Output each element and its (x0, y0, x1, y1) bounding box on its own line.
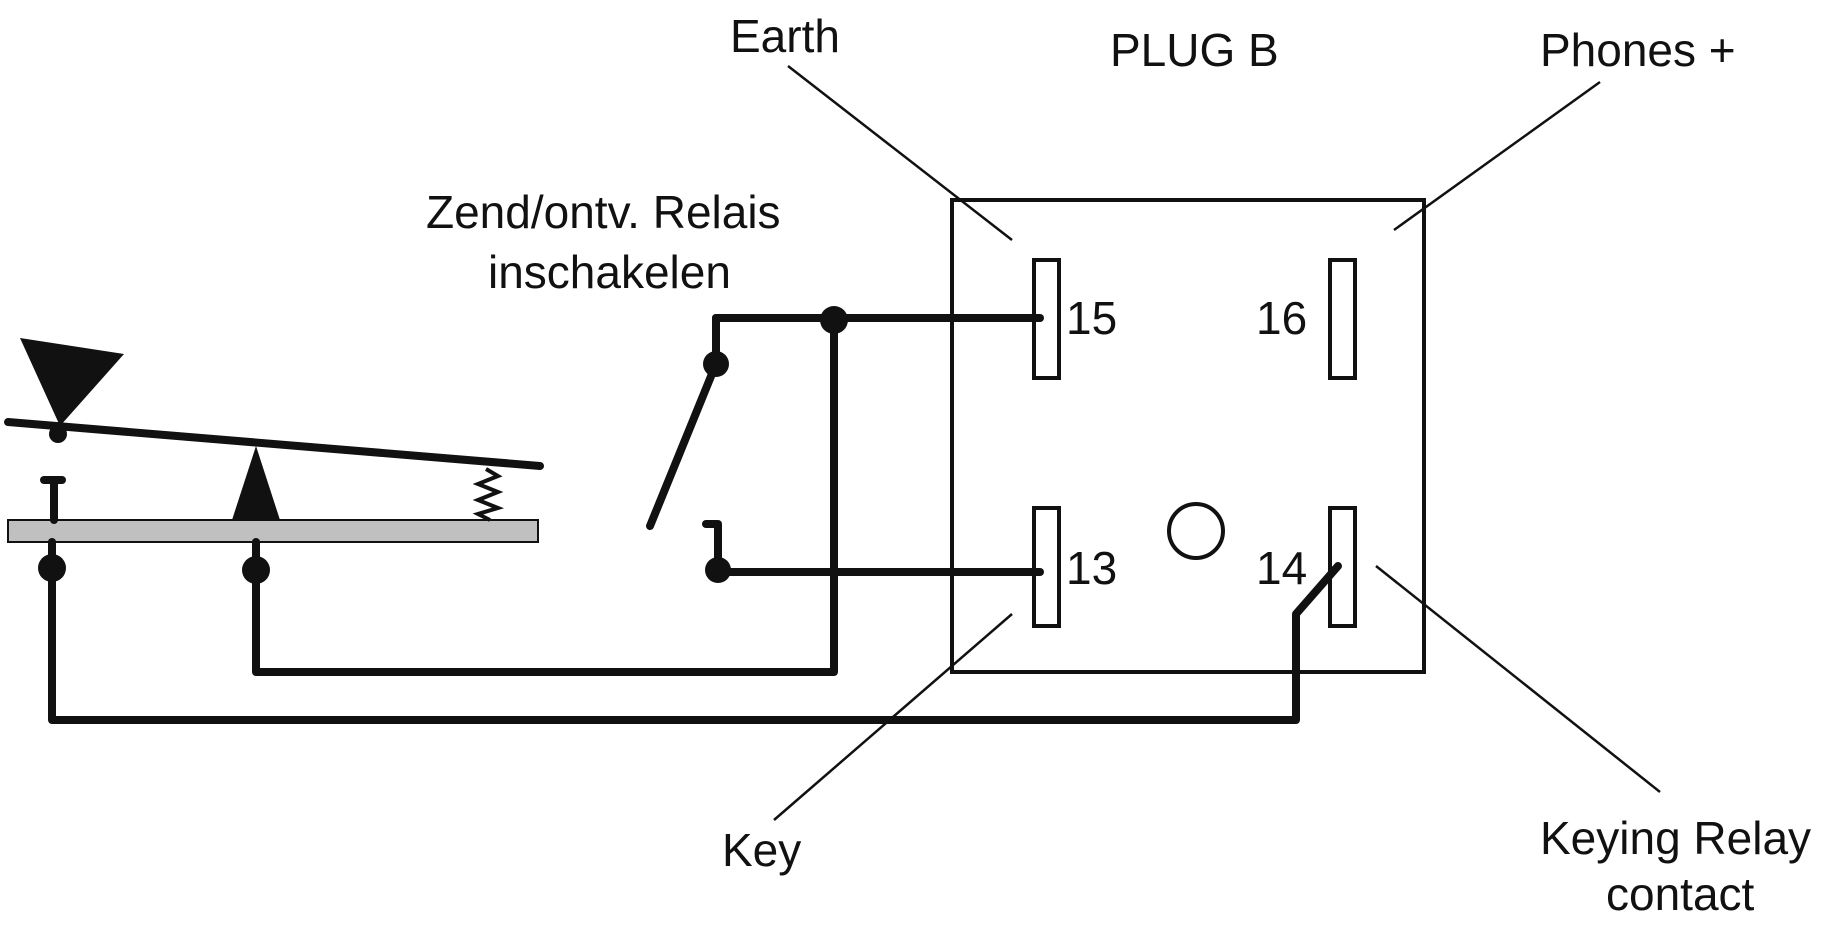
relay-note-line1: Zend/ontv. Relais (426, 186, 781, 238)
key-knob (20, 338, 124, 426)
keying-relay-line2: contact (1606, 868, 1755, 920)
key-lever (4, 418, 544, 470)
keying-relay-leader (1375, 565, 1661, 793)
pin-16-label: 16 (1256, 292, 1307, 344)
key-spring (472, 467, 505, 522)
keying-relay-line1: Keying Relay (1540, 812, 1811, 864)
earth-leader (787, 65, 1013, 241)
key-fulcrum (232, 446, 280, 520)
key-label: Key (722, 824, 801, 876)
key-terminal-mid (242, 556, 270, 584)
relay-note-line2: inschakelen (488, 246, 731, 298)
key-base (7, 519, 539, 543)
pin-15-label: 15 (1066, 292, 1117, 344)
phones-plus-leader (1393, 80, 1601, 232)
phones-plus-label: Phones + (1540, 24, 1736, 76)
key-terminal-left (38, 554, 66, 582)
plug-title: PLUG B (1110, 24, 1279, 76)
key-lead-wire (48, 562, 1342, 724)
earth-return-wire (252, 316, 838, 676)
pin-16 (1328, 258, 1357, 380)
pin-14-label: 14 (1256, 542, 1307, 594)
pin-13 (1032, 506, 1061, 628)
earth-label: Earth (730, 10, 840, 62)
plug-locating-hole (1167, 502, 1225, 560)
pin-13-label: 13 (1066, 542, 1117, 594)
plug-body (950, 198, 1426, 674)
switch-blade (646, 360, 720, 530)
